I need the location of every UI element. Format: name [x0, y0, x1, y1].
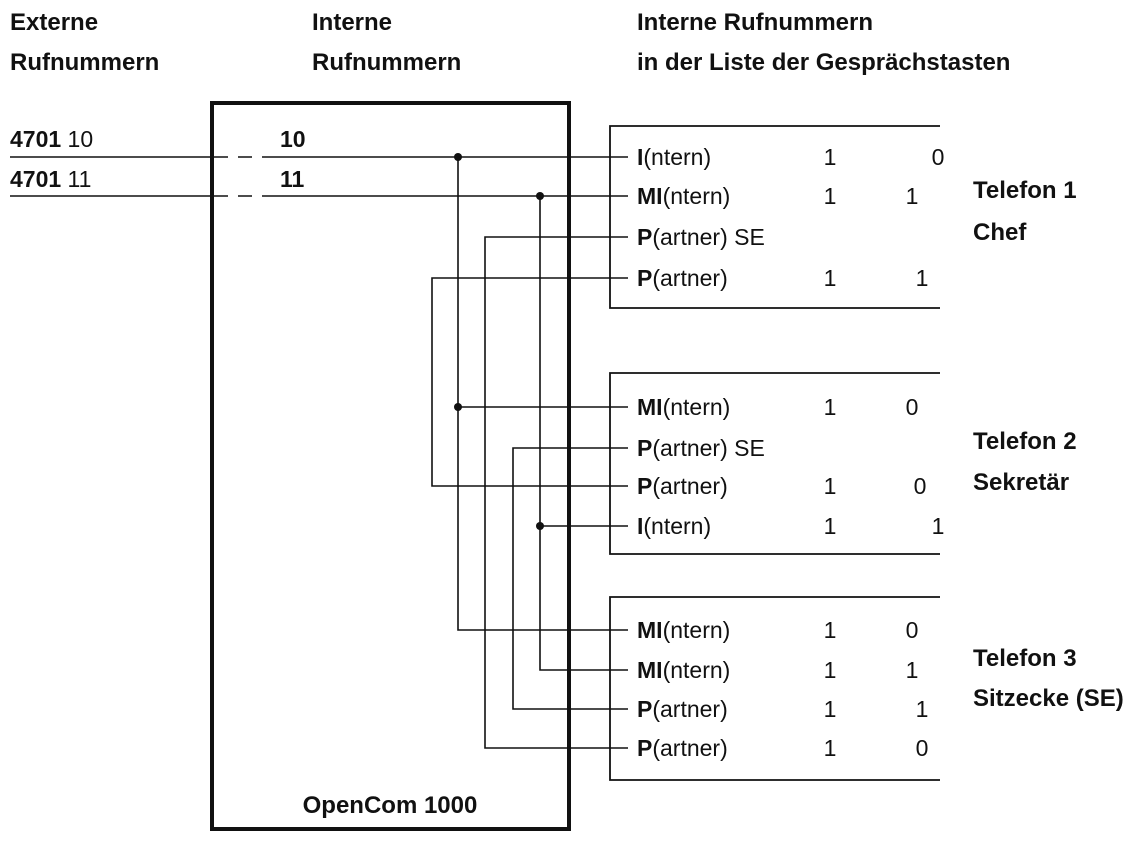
key-label-abbrev: P [637, 435, 652, 461]
key-label-rest: (artner) [652, 696, 727, 722]
key-label-abbrev: MI [637, 394, 663, 420]
key-label: MI(ntern) [637, 657, 730, 683]
key-label-abbrev: P [637, 473, 652, 499]
internal-number-10: 10 [280, 126, 306, 152]
external-extension: 11 [61, 166, 91, 192]
header-external-line2: Rufnummern [10, 49, 159, 76]
key-label: P(artner) [637, 473, 728, 499]
phone-panel-frame [609, 372, 940, 555]
phone-name: Telefon 3 [973, 645, 1077, 672]
key-label-abbrev: MI [637, 617, 663, 643]
key-label-abbrev: P [637, 735, 652, 761]
header-keys-line2: in der Liste der Gesprächstasten [637, 49, 1010, 76]
system-name: OpenCom 1000 [303, 792, 478, 819]
phone-name: Telefon 1 [973, 177, 1077, 204]
phone-role: Sekretär [973, 469, 1069, 496]
key-label: P(artner) SE [637, 435, 765, 461]
key-label-abbrev: P [637, 265, 652, 291]
key-value-a: 1 [824, 735, 837, 761]
key-value-a: 1 [824, 265, 837, 291]
key-label-abbrev: P [637, 696, 652, 722]
key-label-abbrev: MI [637, 657, 663, 683]
key-value-b: 0 [914, 473, 927, 499]
key-value-a: 1 [824, 394, 837, 420]
key-label: P(artner) [637, 735, 728, 761]
partner-se-chef-to-sitzecke [484, 236, 610, 749]
key-value-a: 1 [824, 696, 837, 722]
key-label: MI(ntern) [637, 183, 730, 209]
partner-chef-to-sekretaer [431, 277, 610, 487]
key-label-rest: (artner) SE [652, 224, 764, 250]
key-label-rest: (ntern) [663, 183, 731, 209]
key-label-abbrev: MI [637, 183, 663, 209]
key-label-rest: (artner) [652, 735, 727, 761]
key-label: I(ntern) [637, 513, 711, 539]
phone-panel-frame [609, 125, 940, 309]
key-value-b: 0 [906, 617, 919, 643]
header-external-line1: Externe [10, 9, 98, 36]
bus-10-vertical [457, 157, 610, 631]
key-value-a: 1 [824, 144, 837, 170]
header-keys-line1: Interne Rufnummern [637, 9, 873, 36]
external-number-10: 4701 10 [10, 126, 93, 152]
junction-dot [454, 403, 462, 411]
key-label-rest: (ntern) [663, 394, 731, 420]
internal-number-11: 11 [280, 166, 305, 192]
header-keys: Interne Rufnummern in der Liste der Gesp… [637, 9, 1010, 76]
key-value-b: 1 [916, 265, 929, 291]
external-prefix: 4701 [10, 126, 61, 152]
junction-dot [536, 522, 544, 530]
key-value-a: 1 [824, 473, 837, 499]
key-label: I(ntern) [637, 144, 711, 170]
partner-se-sekretaer-to-sitzecke [512, 447, 610, 710]
external-extension: 10 [61, 126, 93, 152]
opencom-box [210, 101, 571, 831]
key-label: MI(ntern) [637, 394, 730, 420]
key-label-rest: (ntern) [663, 657, 731, 683]
junction-dot [454, 153, 462, 161]
key-value-a: 1 [824, 183, 837, 209]
key-value-b: 0 [932, 144, 945, 170]
key-label-rest: (ntern) [663, 617, 731, 643]
key-value-b: 1 [932, 513, 945, 539]
key-label: P(artner) [637, 265, 728, 291]
key-label-abbrev: I [637, 144, 643, 170]
bus-11-vertical [539, 196, 610, 671]
phone-panel-frame [609, 596, 940, 781]
key-value-a: 1 [824, 657, 837, 683]
header-internal-line2: Rufnummern [312, 49, 461, 76]
key-value-b: 0 [916, 735, 929, 761]
key-value-b: 1 [906, 657, 919, 683]
phone-role: Sitzecke (SE) [973, 685, 1124, 712]
key-label: MI(ntern) [637, 617, 730, 643]
key-label-rest: (artner) [652, 473, 727, 499]
key-value-b: 0 [906, 394, 919, 420]
key-label-rest: (artner) [652, 265, 727, 291]
header-external: Externe Rufnummern [10, 9, 159, 76]
key-label: P(artner) SE [637, 224, 765, 250]
junction-dot [536, 192, 544, 200]
key-value-a: 1 [824, 513, 837, 539]
key-label-rest: (artner) SE [652, 435, 764, 461]
key-label: P(artner) [637, 696, 728, 722]
key-value-b: 1 [916, 696, 929, 722]
external-prefix: 4701 [10, 166, 61, 192]
header-internal-line1: Interne [312, 9, 392, 36]
header-internal: Interne Rufnummern [312, 9, 461, 76]
key-label-abbrev: P [637, 224, 652, 250]
key-label-rest: (ntern) [643, 144, 711, 170]
phone-role: Chef [973, 219, 1027, 246]
key-label-rest: (ntern) [643, 513, 711, 539]
external-number-11: 4701 11 [10, 166, 91, 192]
key-value-a: 1 [824, 617, 837, 643]
key-label-abbrev: I [637, 513, 643, 539]
key-value-b: 1 [906, 183, 919, 209]
phone-name: Telefon 2 [973, 428, 1077, 455]
